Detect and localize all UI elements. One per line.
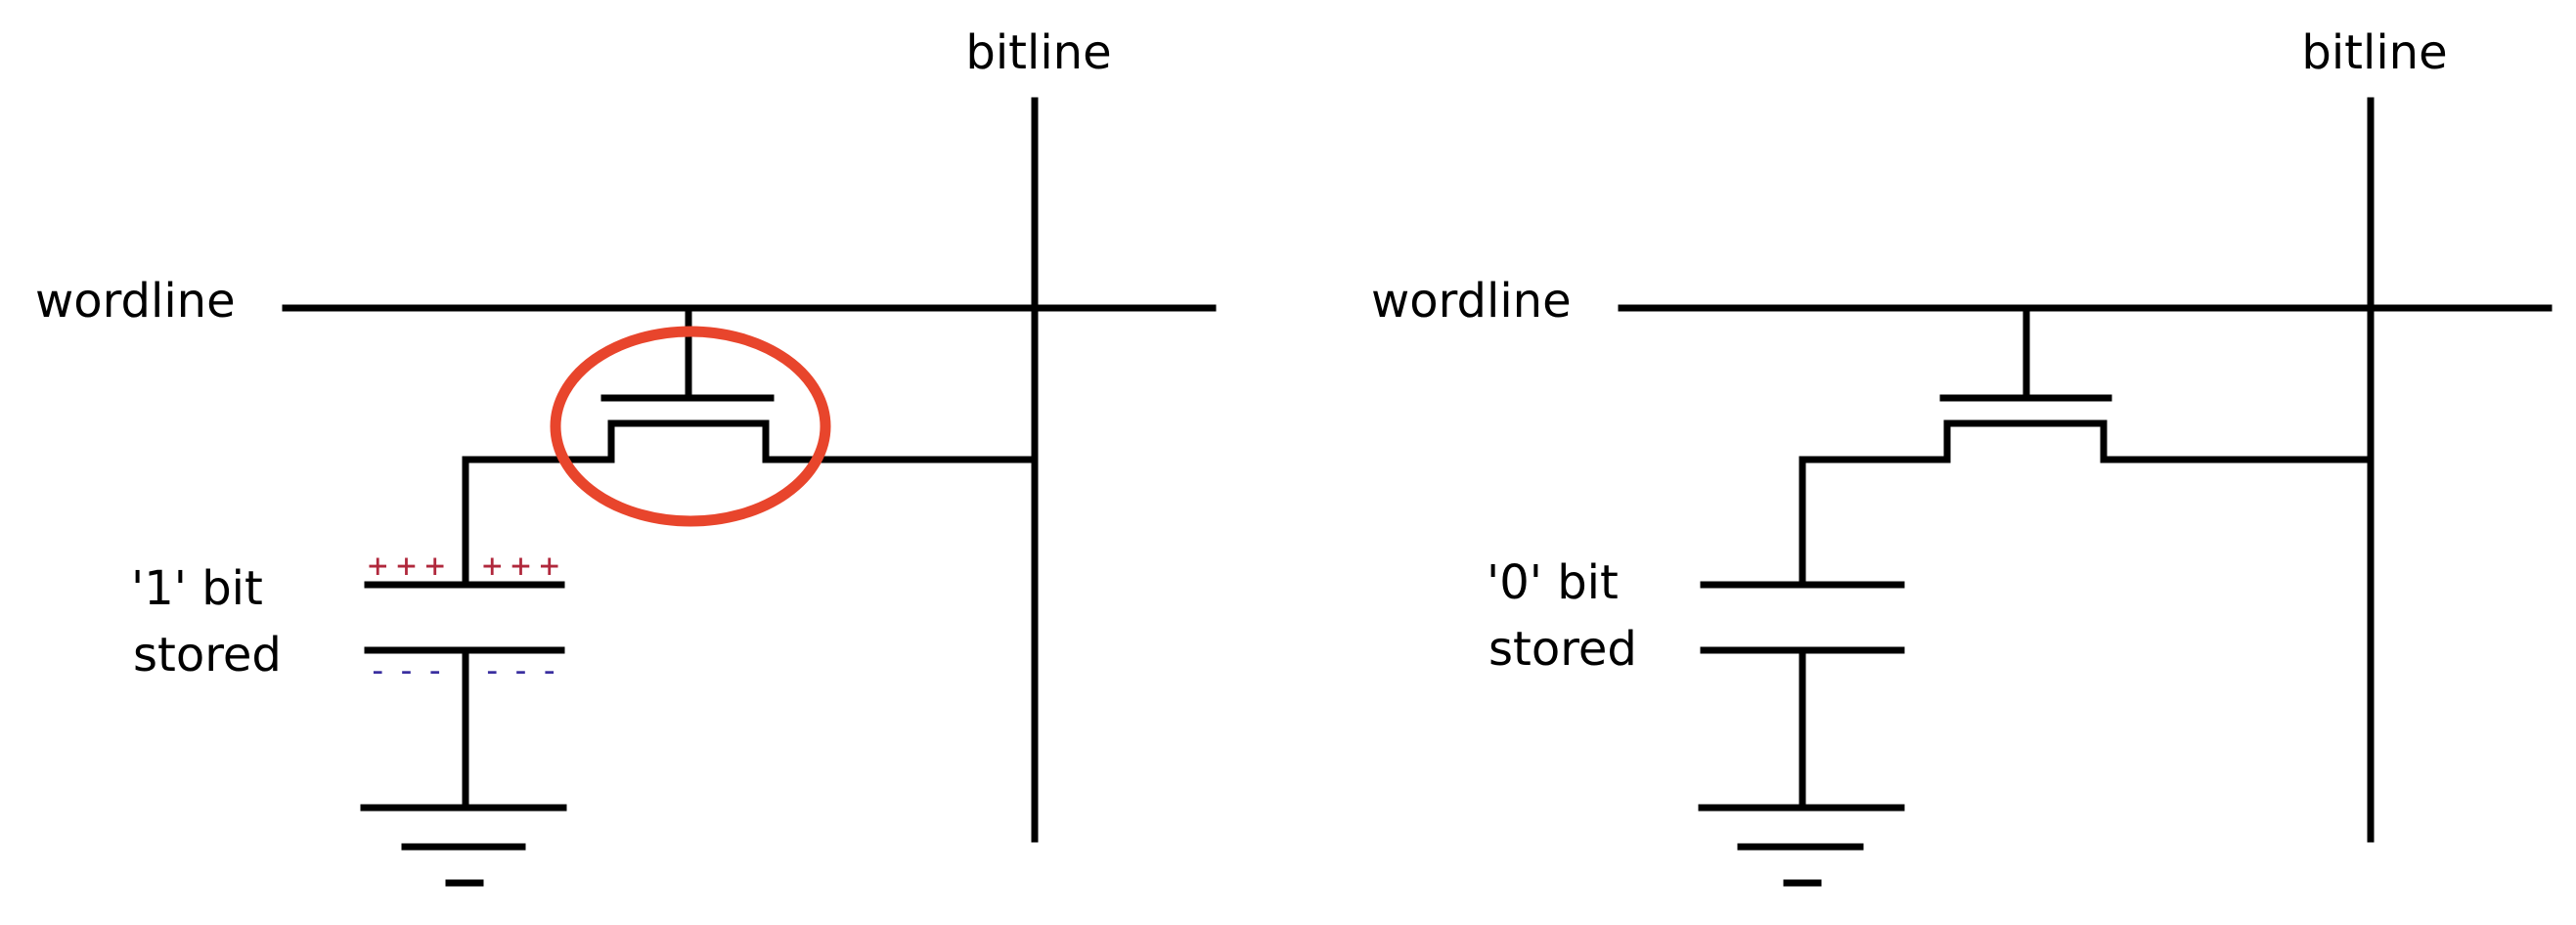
bitline-label: bitline [2301,25,2447,80]
stored-bit-label-line1: '0' bit [1487,555,1619,610]
access-transistor [462,304,1039,463]
wordline-label: wordline [1371,274,1572,329]
ground-symbol [1698,804,1905,887]
positive-charge-marks: +++ +++ [368,547,559,586]
ground-symbol [360,804,567,887]
stored-bit-label-line2: stored [133,628,282,683]
channel [462,419,1039,463]
transistor-highlight-circle [550,326,831,527]
storage-capacitor [1700,456,1905,812]
bitline-label: bitline [965,25,1111,80]
wordline-label: wordline [35,274,236,329]
channel [1799,419,2375,463]
cell-zero: bitline wordline '0' bit stored [1371,25,2553,887]
stored-bit-label-line2: stored [1488,622,1637,677]
stored-bit-label-line1: '1' bit [131,561,263,616]
storage-capacitor: +++ +++ --- --- [364,456,565,812]
cell-one: bitline wordline +++ +++ --- --- '1' bit… [35,25,1217,887]
negative-charge-marks: --- --- [368,651,559,690]
access-transistor [1799,304,2375,463]
